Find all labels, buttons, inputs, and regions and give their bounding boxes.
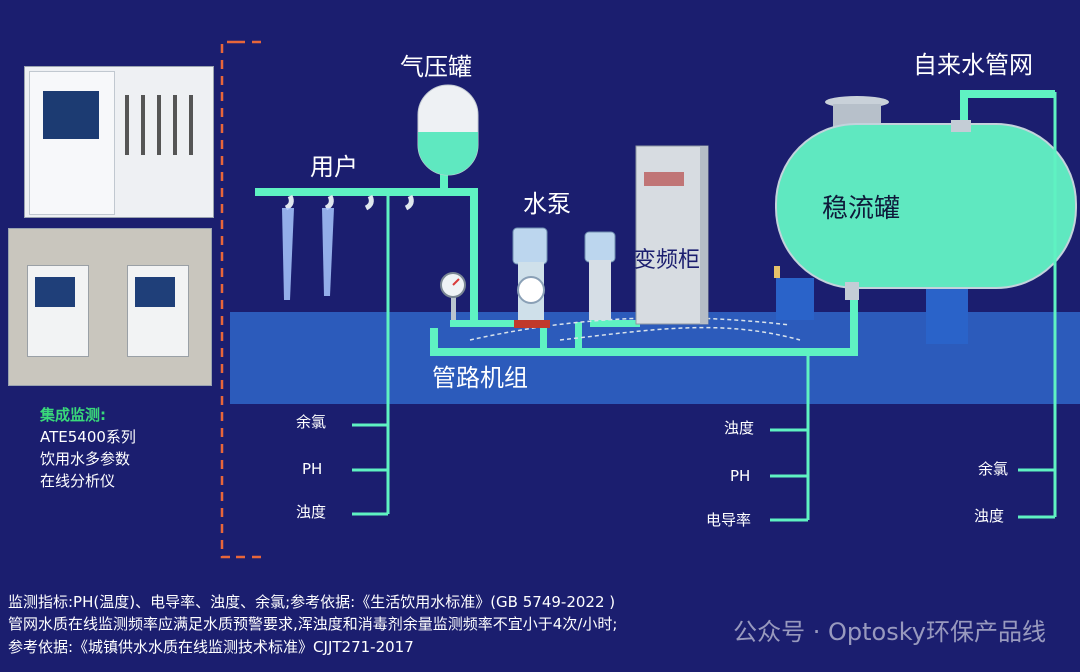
analyzer-title: 集成监测: (40, 406, 106, 424)
monitor-mid-2: PH (730, 467, 751, 485)
monitor-left-3: 浊度 (296, 503, 327, 521)
monitor-mid-1: 浊度 (724, 419, 755, 437)
analyzer-line1: ATE5400系列 (40, 428, 136, 446)
analyzer-photo-bottom (8, 228, 212, 386)
water-streams (282, 208, 334, 300)
monitor-right-1: 余氯 (978, 460, 1009, 478)
watermark: 公众号 · Optosky环保产品线 (733, 618, 1046, 646)
monitor-mid-3: 电导率 (706, 511, 752, 529)
monitor-left-1: 余氯 (296, 413, 327, 431)
note-line-3: 参考依据:《城镇供水水质在线监测技术标准》CJJT271-2017 (8, 638, 414, 656)
pressure-tank (417, 84, 479, 176)
monitor-right-2: 浊度 (974, 507, 1005, 525)
surge-tank (774, 96, 1077, 344)
label-tap-network: 自来水管网 (913, 51, 1033, 79)
pipe-network (430, 295, 858, 356)
label-pump: 水泵 (523, 190, 571, 218)
note-line-2: 管网水质在线监测频率应满足水质预警要求,浑浊度和消毒剂余量监测频率不宜小于4次/… (8, 615, 618, 633)
tap-network-pipe (951, 90, 1055, 132)
vfd-cabinet (635, 145, 709, 325)
label-surge-tank: 稳流罐 (822, 194, 901, 224)
water-pump (512, 227, 616, 328)
dashed-bracket (220, 40, 236, 559)
analyzer-caption: 集成监测: ATE5400系列 饮用水多参数 在线分析仪 (40, 404, 136, 492)
note-line-1: 监测指标:PH(温度)、电导率、浊度、余氯;参考依据:《生活饮用水标准》(GB … (8, 593, 616, 611)
analyzer-photo-top (24, 66, 214, 218)
label-user: 用户 (310, 153, 358, 181)
analyzer-line3: 在线分析仪 (40, 472, 116, 490)
user-pipe (255, 165, 478, 320)
label-pipe-unit: 管路机组 (432, 364, 528, 392)
label-pressure-tank: 气压罐 (400, 53, 472, 81)
monitor-left-2: PH (302, 460, 323, 478)
monitor-lines (352, 92, 1057, 522)
pressure-gauge (440, 272, 466, 320)
label-vfd-cabinet: 变频柜 (634, 248, 701, 273)
analyzer-line2: 饮用水多参数 (40, 450, 131, 468)
